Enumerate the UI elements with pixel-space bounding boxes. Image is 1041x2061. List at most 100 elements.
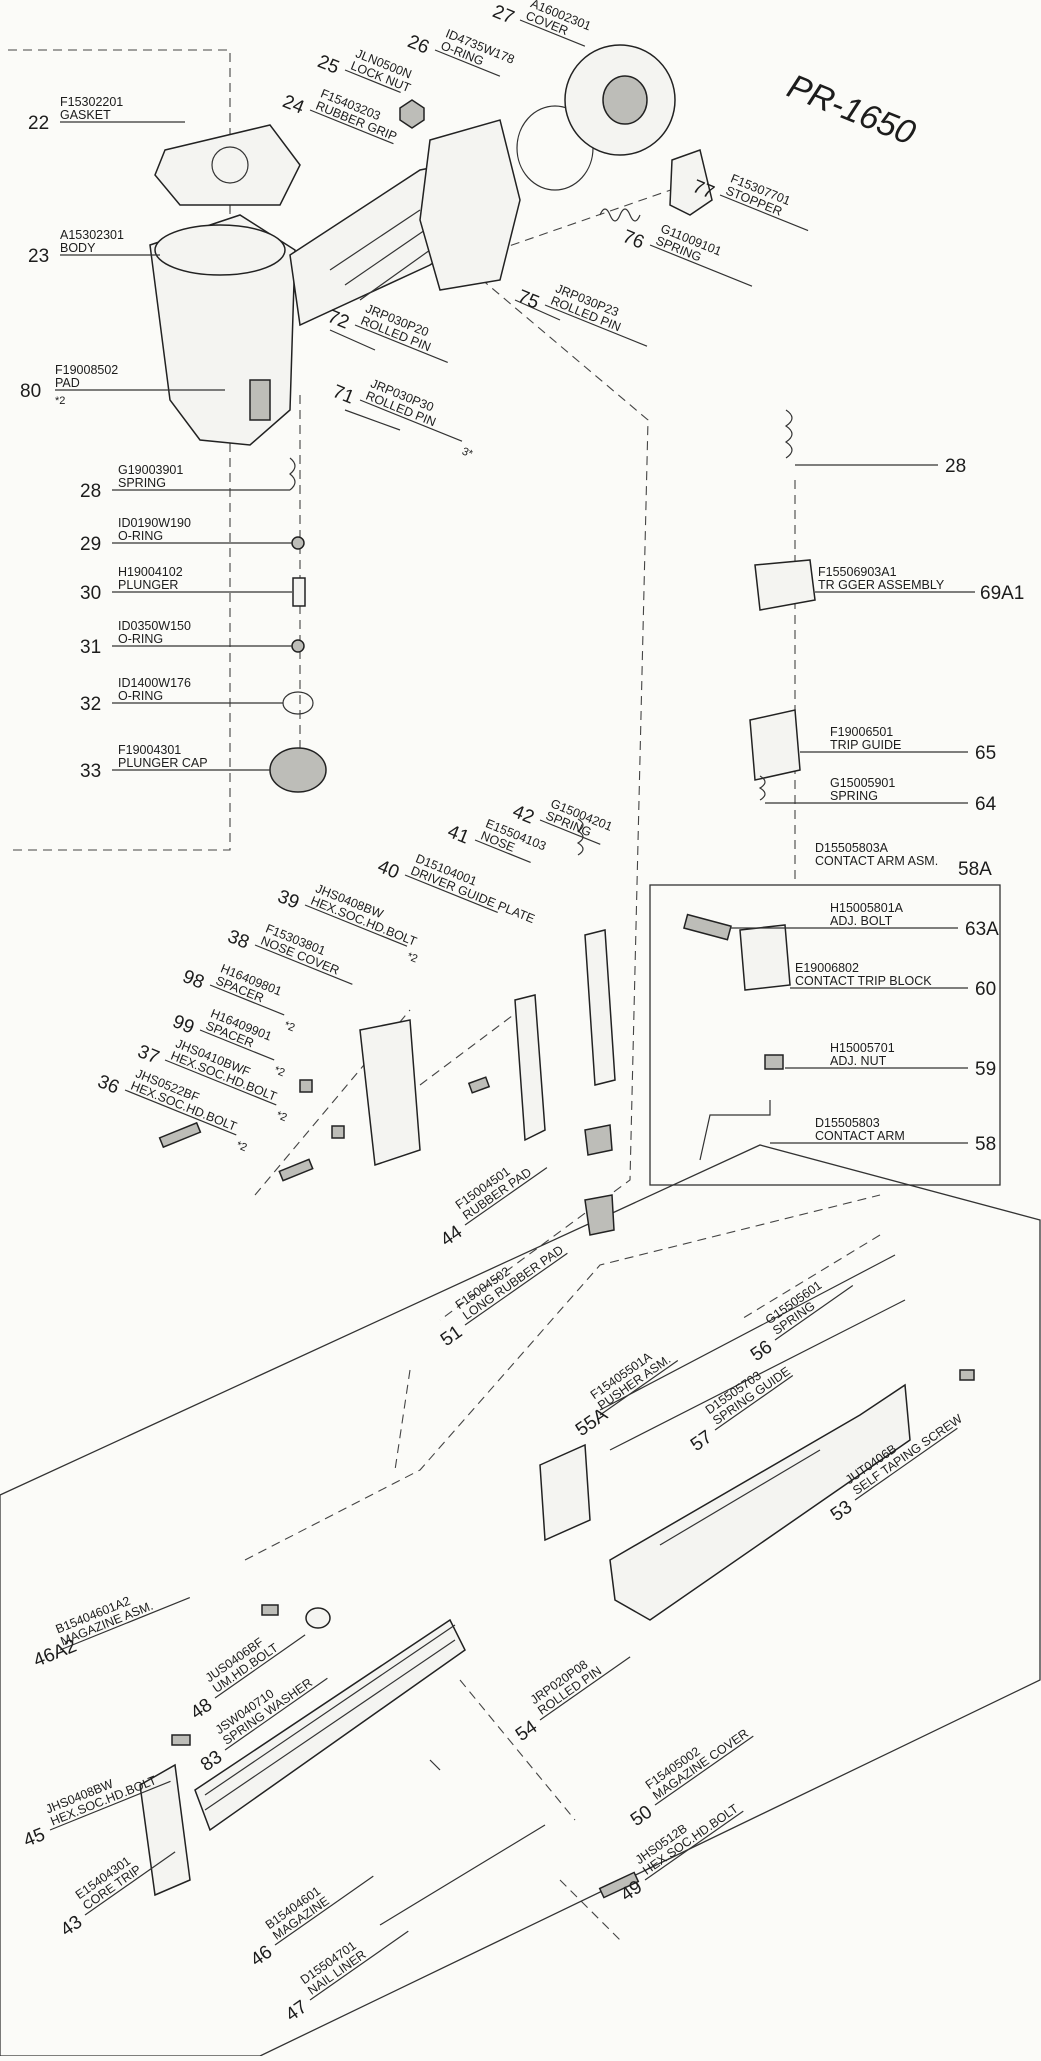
part-drawings [139,44,975,1926]
part-number: 25 [315,51,342,78]
plunger-cap-drawing [269,747,327,793]
plunger-drawing [292,577,306,607]
trigger-assembly-drawing [754,559,816,611]
spring-28b-drawing [784,409,793,459]
spring-guide-drawing [609,1299,906,1451]
part-number: 36 [95,1071,122,1098]
magazine-asm-frame [0,1144,1041,2057]
part-number: 80 [20,381,41,402]
part-number: 37 [135,1041,162,1068]
part-code: ID0190W190 [118,516,191,530]
pusher-asm-drawing [539,1443,591,1542]
part-number: 23 [28,246,49,267]
part-name: LONG RUBBER PAD [460,1243,566,1323]
part-name: TRIP GUIDE [830,738,901,752]
part-number: 59 [975,1059,996,1080]
o-ring-29-drawing [291,536,305,550]
gasket-drawing [154,124,301,206]
long-rubber-pad-drawing [584,1194,615,1236]
magazine-cover-drawing [609,1383,911,1621]
part-number: 45 [21,1824,48,1851]
spring-76-drawing [599,208,641,222]
contact-arm-drawing [699,1100,771,1161]
o-ring-31-drawing [291,639,305,653]
part-number: 41 [445,821,472,848]
part-number: 46 [247,1942,276,1971]
part-name: TR GGER ASSEMBLY [818,578,945,592]
part-number: 51 [437,1322,466,1351]
part-name: CONTACT ARM ASM. [815,854,938,868]
part-number: 50 [627,1802,656,1831]
part-name: CONTACT ARM [815,1129,905,1143]
bolt-45-drawing [171,1734,191,1746]
part-name: O-RING [118,529,163,543]
part-number: 99 [170,1011,197,1038]
part-name: PLUNGER [118,578,178,592]
part-number: 47 [282,1997,311,2026]
part-name: PAD [55,376,80,390]
bolt-37-drawing [278,1158,314,1182]
spacer-99-drawing [331,1125,345,1139]
part-code: ID1400W176 [118,676,191,690]
part-number: 26 [405,31,432,58]
model-title: PR-1650 [782,67,921,153]
part-number: 58A [958,859,992,880]
adj-bolt-drawing [683,913,732,941]
part-code: F15302201 [60,95,123,109]
part-number: 53 [827,1497,856,1526]
rolled-pin-75-drawing [514,299,561,321]
part-number: 69A1 [980,583,1024,604]
driver-guide-plate-drawing [514,994,546,1142]
part-number: 39 [275,886,302,913]
part-code: H19004102 [118,565,183,579]
part-number: 38 [225,926,252,953]
part-name: ADJ. BOLT [830,914,893,928]
part-number: 98 [180,966,207,993]
spacer-98-drawing [299,1079,313,1093]
part-label-p28b: 28 [795,456,966,477]
rolled-pin-72-drawing [329,329,376,351]
part-mark: *2 [234,1139,248,1154]
part-code: F15506903A1 [818,565,897,579]
contact-trip-block-drawing [739,924,791,991]
part-mark: *2 [272,1064,286,1079]
part-name: CONTACT TRIP BLOCK [795,974,932,988]
part-name: SPRING [118,476,166,490]
part-number: 28 [80,481,101,502]
bolt-48-drawing [261,1604,279,1616]
part-number: 24 [280,91,308,119]
spring-56-drawing [599,1254,896,1411]
spring-washer-drawing [305,1607,331,1629]
part-name: O-RING [118,689,163,703]
rolled-pin-54-drawing [429,1759,441,1771]
part-number: 42 [510,801,537,828]
part-name: SPRING [830,789,878,803]
part-mark: *2 [282,1019,296,1034]
screw-53-drawing [959,1369,975,1381]
bolt-49-drawing [598,1871,640,1899]
spring-64-drawing [758,775,766,801]
nail-liner-drawing [379,1824,546,1926]
part-number: 33 [80,761,101,782]
part-name: GASKET [60,108,111,122]
